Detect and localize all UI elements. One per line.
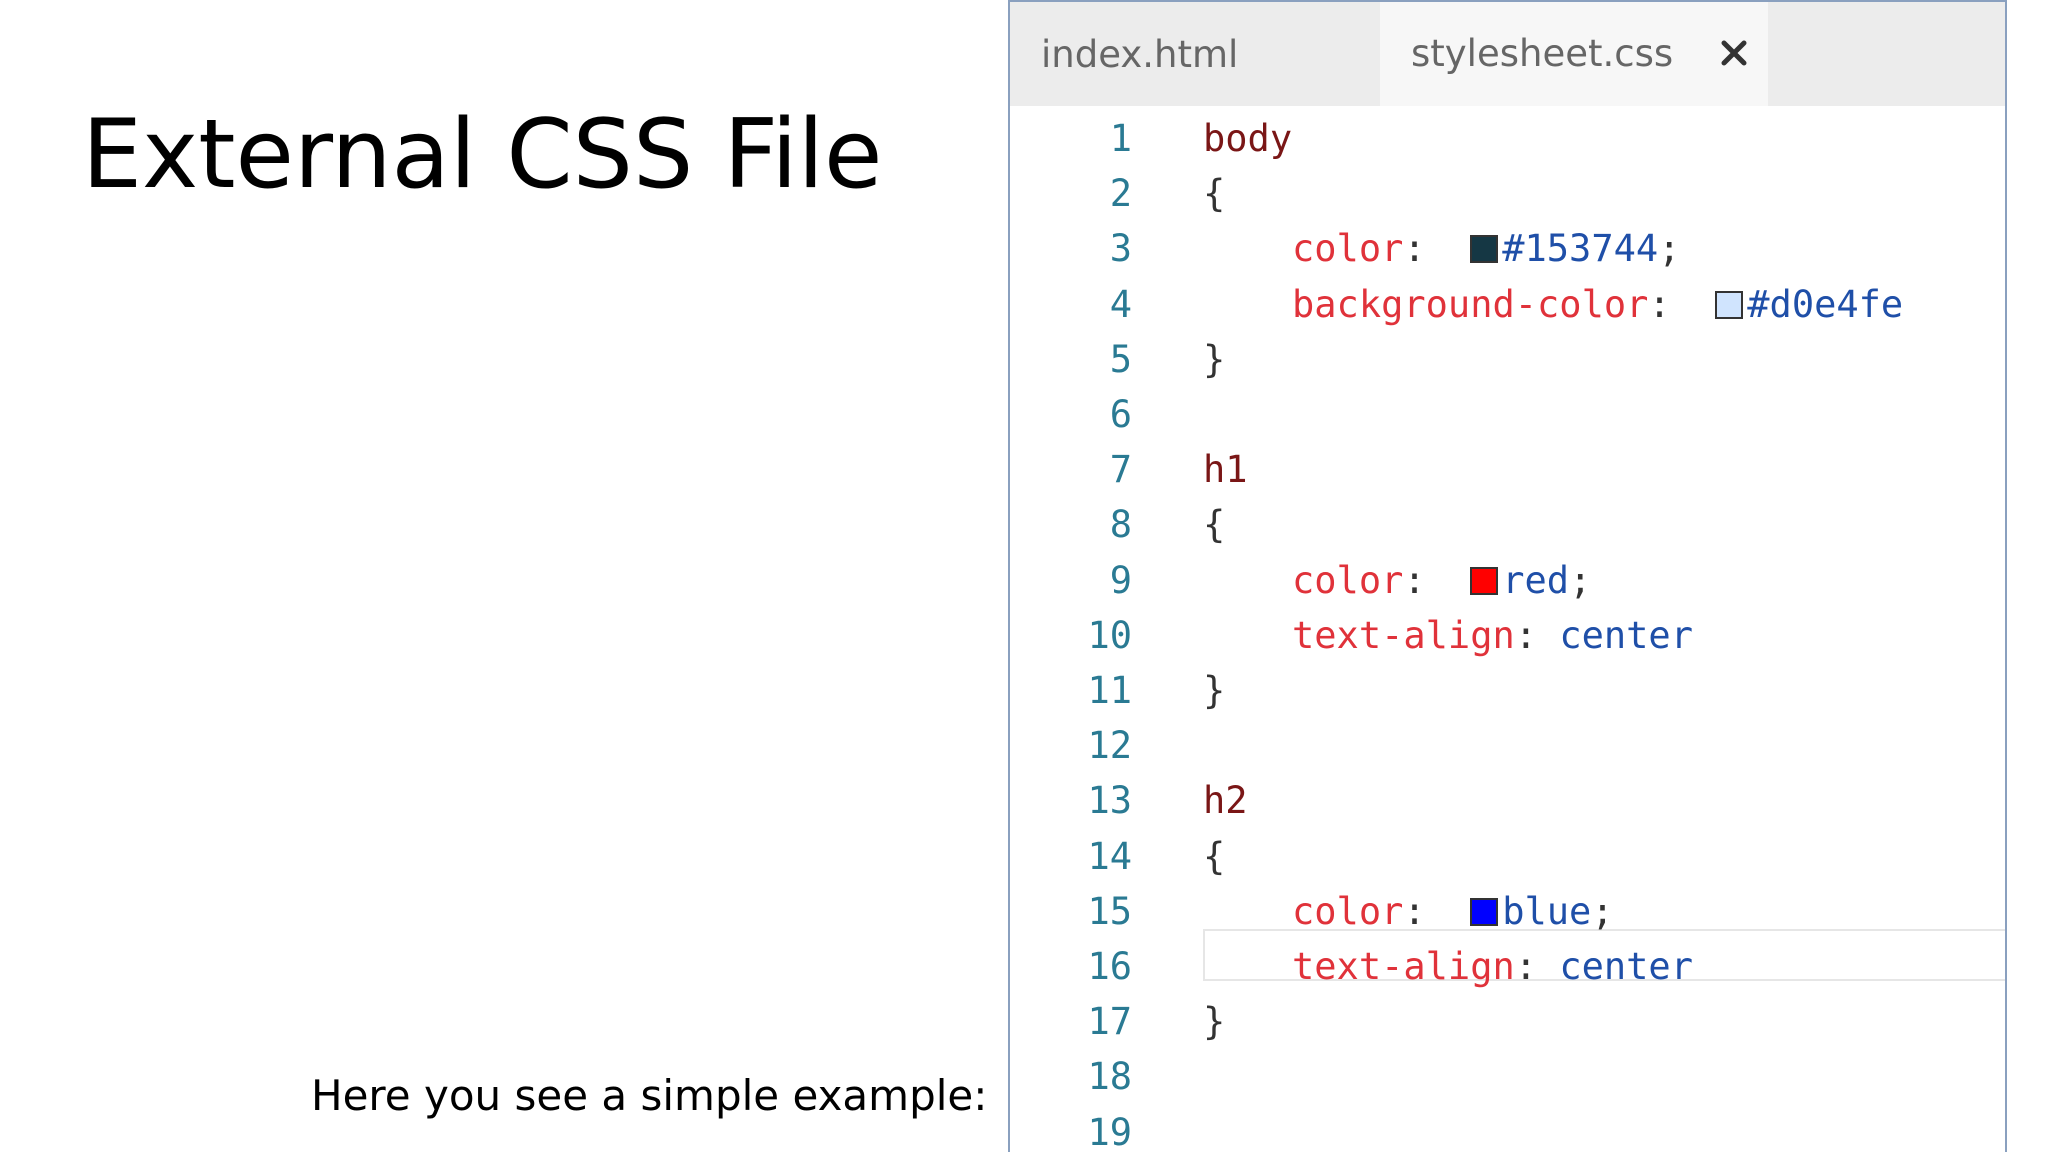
css-selector: h2 [1203,779,1248,823]
close-icon[interactable] [1715,34,1753,72]
code-text: { [1203,829,1225,884]
code-text: body [1203,111,1292,166]
active-line-highlight [1203,929,2005,981]
css-brace: { [1203,503,1226,547]
css-brace: } [1203,1000,1226,1044]
line-number: 15 [1087,889,1132,933]
line-number: 12 [1087,724,1132,768]
code-text: { [1203,166,1225,221]
css-value: blue [1502,889,1592,933]
tab-stylesheet-css[interactable]: stylesheet.css [1380,2,1768,106]
code-text: { [1203,497,1225,552]
code-text: color: #153744; [1292,221,1680,276]
color-swatch-icon[interactable] [1470,235,1499,264]
code-text: color: blue; [1292,884,1614,939]
line-number: 14 [1087,834,1132,878]
code-line[interactable]: 11} [1010,663,2005,718]
line-number: 11 [1087,669,1132,712]
css-property: color [1292,889,1404,933]
line-number: 19 [1087,1110,1132,1152]
line-number: 6 [1109,393,1132,436]
css-colon: : [1648,282,1671,326]
code-line[interactable]: 5} [1010,332,2005,387]
code-line[interactable]: 14 { [1010,829,2005,884]
color-swatch-icon[interactable] [1715,290,1744,319]
slide-title: External CSS File [82,100,883,210]
code-line[interactable]: 3 color: #153744; [1010,221,2005,276]
css-semicolon: ; [1591,889,1614,933]
css-selector: h1 [1203,448,1248,492]
css-brace: } [1203,337,1226,381]
css-property: color [1292,227,1404,271]
line-number: 3 [1109,227,1132,271]
css-property: text-align [1292,613,1515,657]
code-line[interactable]: 12 [1010,718,2005,773]
css-value: center [1559,613,1693,657]
css-colon: : [1514,613,1538,657]
code-text: h1 [1203,442,1248,497]
css-colon: : [1403,889,1426,933]
tab-label: index.html [1041,32,1239,76]
code-text: } [1203,994,1225,1049]
code-line[interactable]: 6 [1010,387,2005,442]
line-number: 18 [1087,1055,1132,1099]
line-number: 17 [1087,1000,1132,1044]
line-number: 2 [1109,172,1132,216]
code-line[interactable]: 7 h1 [1010,442,2005,497]
code-text: } [1203,332,1225,387]
css-value: center [1559,945,1693,988]
css-colon: : [1514,945,1538,988]
tab-bar: index.html stylesheet.css [1010,2,2005,106]
css-semicolon: ; [1569,558,1592,602]
line-number: 10 [1087,613,1132,657]
code-text: } [1203,663,1225,718]
code-text: color: red; [1292,553,1591,608]
line-number: 7 [1109,448,1132,492]
css-colon: : [1403,558,1426,602]
code-line[interactable]: 1 body [1010,111,2005,166]
code-line[interactable]: 4 background-color: #d0e4fe [1010,277,2005,332]
css-brace: { [1203,834,1226,878]
css-value: #153744 [1502,227,1659,271]
css-property: color [1292,558,1404,602]
code-text: background-color: #d0e4fe [1292,277,1903,332]
css-selector: body [1203,117,1293,160]
css-value: red [1502,558,1570,602]
css-brace: { [1203,172,1226,216]
color-swatch-icon[interactable] [1470,897,1499,926]
line-number: 1 [1109,117,1132,160]
slide-caption: Here you see a simple example: [311,1071,988,1120]
code-text: h2 [1203,773,1248,828]
line-number: 5 [1109,337,1132,381]
css-colon: : [1403,227,1426,271]
code-line[interactable]: 18 [1010,1049,2005,1104]
css-property: background-color [1292,282,1649,326]
code-line[interactable]: 15 color: blue; [1010,884,2005,939]
code-line[interactable]: 8{ [1010,497,2005,552]
code-line[interactable]: 2{ [1010,166,2005,221]
line-number: 16 [1087,945,1132,988]
line-number: 9 [1109,558,1132,602]
tab-index-html[interactable]: index.html [1010,2,1380,106]
code-line[interactable]: 17} [1010,994,2005,1049]
code-text: text-align: center [1292,608,1693,663]
css-brace: } [1203,669,1226,712]
code-line[interactable]: 16 text-align: center [1010,939,2005,994]
code-text: text-align: center [1292,939,1693,994]
code-line[interactable]: 9 color: red; [1010,553,2005,608]
css-property: text-align [1292,945,1515,988]
code-line[interactable]: 10 text-align: center [1010,608,2005,663]
code-line[interactable]: 19 [1010,1105,2005,1152]
line-number: 8 [1109,503,1132,547]
color-swatch-icon[interactable] [1470,566,1499,595]
tab-label: stylesheet.css [1411,31,1674,75]
css-value: #d0e4fe [1747,282,1904,326]
code-line[interactable]: 13 h2 [1010,773,2005,828]
css-semicolon: ; [1658,227,1681,271]
line-number: 13 [1087,779,1132,823]
line-number: 4 [1109,282,1132,326]
